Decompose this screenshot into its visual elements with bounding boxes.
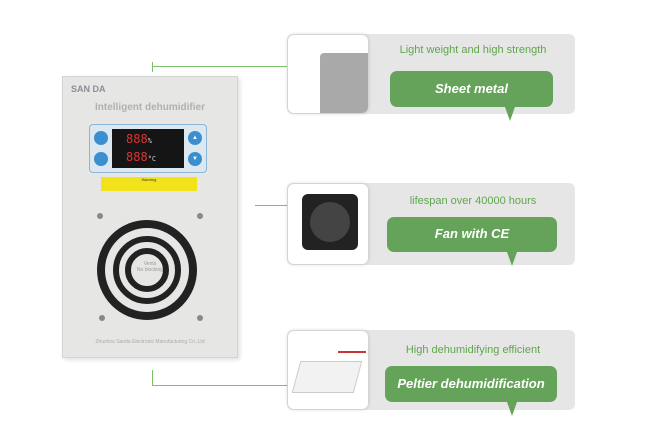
feature-caption: High dehumidifying efficient [405,344,541,356]
feature-panel-peltier: High dehumidifying efficient Peltier deh… [287,330,575,416]
connector-line [152,385,287,386]
set-button[interactable] [94,131,108,145]
feature-label: Fan with CE [387,217,557,252]
fan-image [288,184,368,264]
sheet-metal-image [288,35,368,113]
callout-tail [507,252,517,266]
screw-icon [99,315,105,321]
ok-button[interactable] [94,152,108,166]
connector-line [152,370,153,385]
up-arrow-button[interactable]: ▲ [188,131,202,145]
peltier-image [288,331,368,409]
display: 888% 888°C [112,129,184,168]
dehumidifier-device: SAN DA Intelligent dehumidifier 888% 888… [62,76,238,358]
humidity-unit: % [147,137,152,145]
warning-label: Warning [101,177,197,191]
connector-line [152,66,287,67]
feature-caption: lifespan over 40000 hours [409,195,537,207]
control-panel: 888% 888°C ▲ ▼ [89,124,207,173]
feature-label: Peltier dehumidification [385,366,557,402]
down-arrow-button[interactable]: ▼ [188,152,202,166]
feature-panel-fan: lifespan over 40000 hours Fan with CE [287,183,575,266]
callout-tail [505,107,515,121]
feature-panel-sheet-metal: Light weight and high strength Sheet met… [287,34,575,121]
brand-logo: SAN DA [71,84,106,94]
callout-tail [507,402,517,416]
screw-icon [197,213,203,219]
temperature-readout: 888 [126,150,148,164]
manufacturer-label: Zhuzhou Sanda Electronic Manufacturing C… [95,339,205,345]
fan-grille [97,220,197,320]
screw-icon [97,213,103,219]
connector-line [255,205,287,206]
humidity-readout: 888 [126,132,148,146]
feature-caption: Light weight and high strength [399,44,547,56]
temperature-unit: °C [147,155,157,163]
connector-line [152,62,153,72]
feature-label: Sheet metal [390,71,553,107]
model-name: Intelligent dehumidifier [94,102,205,113]
screw-icon [197,315,203,321]
